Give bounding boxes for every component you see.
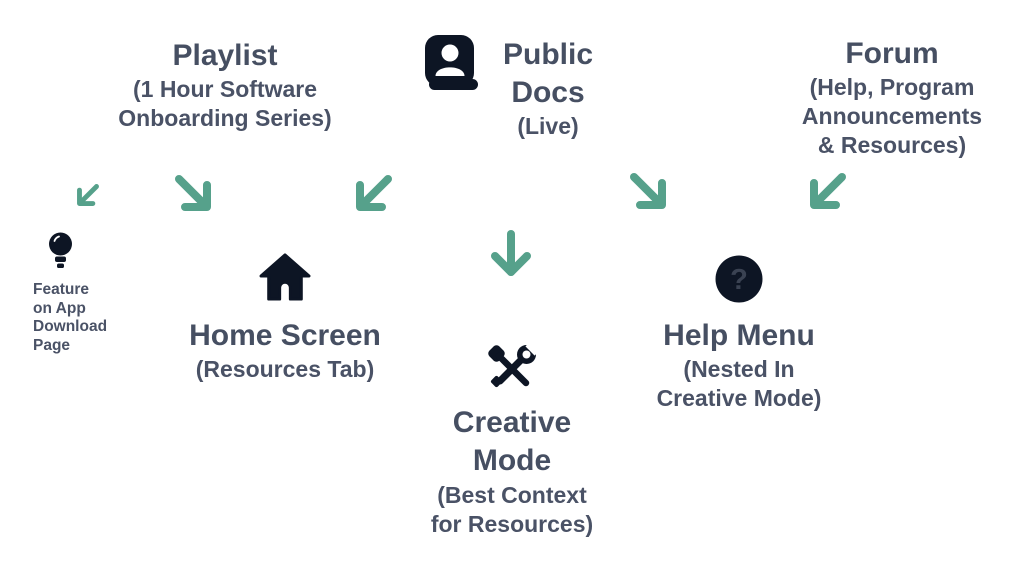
home-screen-subtitle: (Resources Tab) xyxy=(195,356,375,382)
creative-mode-subtitle: (Best Context for Resources) xyxy=(430,482,594,537)
playlist-title: Playlist xyxy=(172,39,278,72)
home-icon xyxy=(257,251,313,301)
feature-on-app-download-label: Feature on App Download Page xyxy=(33,281,108,354)
arrow-down-right-icon xyxy=(625,168,671,214)
arrow-down-left-icon xyxy=(351,170,397,216)
help-menu-subtitle: (Nested In Creative Mode) xyxy=(656,356,822,411)
node-public-docs: Public Docs (Live) xyxy=(488,36,608,141)
node-playlist: Playlist (1 Hour Software Onboarding Ser… xyxy=(40,37,410,133)
creative-mode-title: Creative Mode xyxy=(452,406,572,477)
question-glyph: ? xyxy=(730,264,748,296)
node-help-menu: ? Help Menu (Nested In Creative Mode) xyxy=(619,255,859,413)
home-screen-title: Home Screen xyxy=(189,319,381,352)
question-circle-icon: ? xyxy=(715,255,763,303)
arrow-down-icon xyxy=(488,227,534,285)
arrow-down-left-icon xyxy=(74,181,102,209)
node-forum: Forum (Help, Program Announcements & Res… xyxy=(760,35,1024,160)
forum-subtitle: (Help, Program Announcements & Resources… xyxy=(801,74,983,158)
lightbulb-icon xyxy=(47,232,74,273)
arrow-down-right-icon xyxy=(170,170,216,216)
help-menu-title: Help Menu xyxy=(663,319,815,352)
screwdriver-wrench-icon xyxy=(486,343,538,395)
forum-title: Forum xyxy=(845,37,939,70)
address-book-user-icon xyxy=(423,35,478,93)
node-creative-mode: Creative Mode (Best Context for Resource… xyxy=(402,343,622,539)
public-docs-subtitle: (Live) xyxy=(517,113,579,139)
public-docs-title: Public Docs xyxy=(502,38,593,109)
node-home-screen: Home Screen (Resources Tab) xyxy=(165,251,405,384)
arrow-down-left-icon xyxy=(805,168,851,214)
playlist-subtitle: (1 Hour Software Onboarding Series) xyxy=(118,76,332,131)
